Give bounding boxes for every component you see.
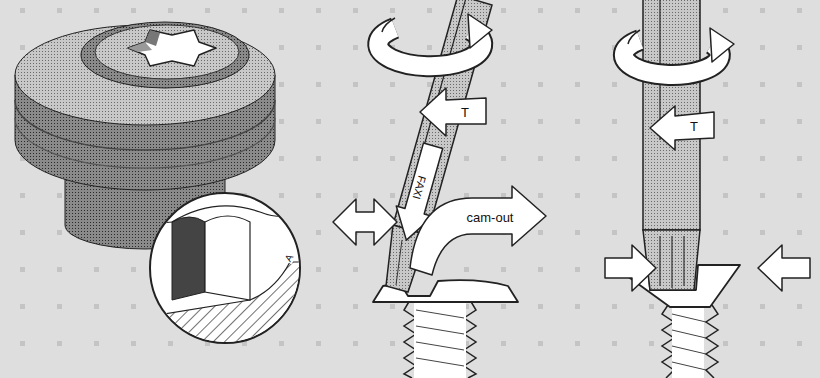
cam-out-arrow [410, 186, 546, 275]
torque-symbol: T [690, 120, 698, 133]
cam-out-label: cam-out [467, 211, 514, 224]
pan-head-screw [373, 280, 518, 378]
lateral-double-arrow [333, 199, 397, 245]
clamp-arrow-right [758, 245, 810, 291]
detail-circle [140, 193, 320, 360]
torque-symbol: T [461, 106, 469, 119]
rotation-arrow [378, 14, 492, 66]
torque-arrow [650, 106, 714, 150]
clamp-arrow-left [605, 245, 656, 291]
torque-arrow [420, 88, 486, 136]
rotation-arrow [624, 28, 734, 75]
